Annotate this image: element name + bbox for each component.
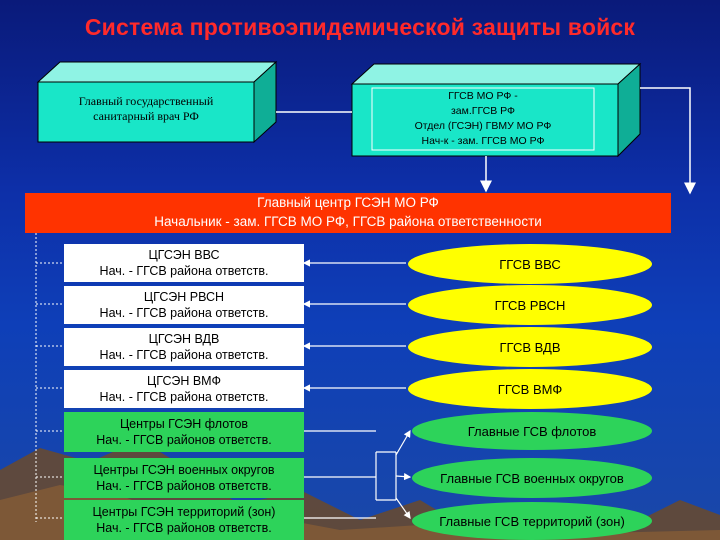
box-title: Центры ГСЭН военных округов (93, 463, 275, 477)
box-title: ЦГСЭН ВВС (148, 248, 220, 262)
box-subtitle: Нач. - ГГСВ районов ответств. (96, 521, 272, 535)
fleet-chief-oval: Главные ГСВ флотов (412, 412, 652, 450)
box-title: ЦГСЭН РВСН (143, 290, 225, 304)
feedback-line (640, 87, 696, 195)
main-center-title: Главный центр ГСЭН МО РФ (257, 195, 439, 210)
box-subtitle: Нач. - ГГСВ района ответств. (99, 264, 269, 278)
district-chief-oval: Главные ГСВ военных округов (412, 458, 652, 498)
box-title: Центры ГСЭН флотов (119, 417, 249, 431)
ggsv-line-2: зам.ГГСВ РФ (450, 105, 516, 117)
ggsv-line-1: ГГСВ МО РФ - (448, 90, 518, 102)
lower-group-connectors (304, 429, 412, 519)
box-subtitle: Нач. - ГГСВ района ответств. (99, 306, 269, 320)
box-title: ЦГСЭН ВМФ (147, 374, 221, 388)
box-subtitle: Нач. - ГГСВ районов ответств. (96, 479, 272, 493)
ggsv-vdv-oval: ГГСВ ВДВ (408, 327, 652, 367)
cgsen-vdv-box: ЦГСЭН ВДВ Нач. - ГГСВ района ответств. (64, 328, 304, 366)
ggsv-line-4: Нач-к - зам. ГГСВ МО РФ (421, 135, 545, 147)
box-subtitle: Нач. - ГГСВ района ответств. (99, 390, 269, 404)
box-subtitle: Нач. - ГГСВ районов ответств. (96, 433, 272, 447)
main-center-subtitle: Начальник - зам. ГГСВ МО РФ, ГГСВ района… (154, 214, 542, 229)
main-center-box: Главный центр ГСЭН МО РФ Начальник - зам… (25, 193, 671, 233)
ggsv-vmf-oval: ГГСВ ВМФ (408, 369, 652, 409)
page-title: Система противоэпидемической защиты войс… (84, 14, 636, 40)
left-dotted-branches (36, 262, 64, 519)
cgsen-vvs-box: ЦГСЭН ВВС Нач. - ГГСВ района ответств. (64, 244, 304, 282)
ggsv-line-3: Отдел (ГСЭН) ГВМУ МО РФ (414, 120, 552, 132)
cgsen-rvsn-box: ЦГСЭН РВСН Нач. - ГГСВ района ответств. (64, 286, 304, 324)
box-title: ЦГСЭН ВДВ (148, 332, 220, 346)
military-district-centers-box: Центры ГСЭН военных округов Нач. - ГГСВ … (64, 458, 304, 498)
ggsv-vvs-oval: ГГСВ ВВС (408, 244, 652, 284)
oval-to-box-arrows (302, 259, 406, 392)
cgsen-vmf-box: ЦГСЭН ВМФ Нач. - ГГСВ района ответств. (64, 370, 304, 408)
box-title: Центры ГСЭН территорий (зон) (92, 505, 276, 519)
fleet-centers-box: Центры ГСЭН флотов Нач. - ГГСВ районов о… (64, 412, 304, 452)
box-subtitle: Нач. - ГГСВ района ответств. (99, 348, 269, 362)
territory-centers-box: Центры ГСЭН территорий (зон) Нач. - ГГСВ… (64, 500, 304, 540)
ggsv-mo-box: ГГСВ МО РФ - зам.ГГСВ РФ Отдел (ГСЭН) ГВ… (372, 89, 594, 149)
ggsv-rvsn-oval: ГГСВ РВСН (408, 285, 652, 325)
chief-sanitary-doctor-label: Главный государственный санитарный врач … (78, 94, 214, 123)
territory-chief-oval: Главные ГСВ территорий (зон) (412, 502, 652, 540)
